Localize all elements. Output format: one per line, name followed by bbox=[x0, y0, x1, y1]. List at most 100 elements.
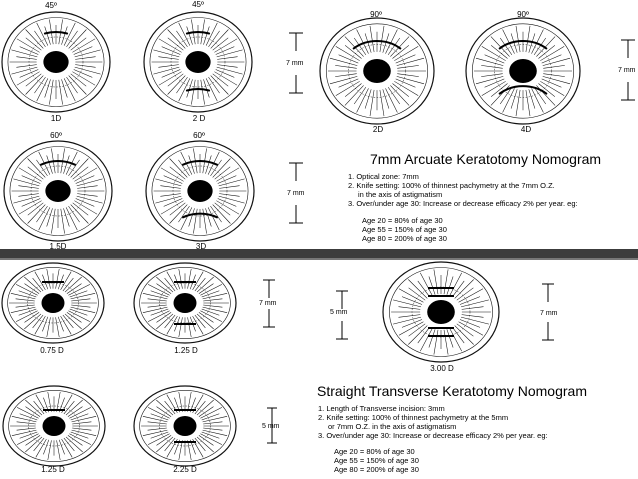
transverse-result-4: 1.25 D bbox=[41, 465, 65, 474]
arcuate-eye-3-incision-1 bbox=[352, 40, 402, 50]
transverse-title: Straight Transverse Keratotomy Nomogram bbox=[317, 383, 587, 399]
transverse-eye-1-limbus-ring bbox=[7, 267, 99, 339]
arcuate-angle-5: 60º bbox=[50, 131, 62, 140]
transverse-dim-3 bbox=[542, 283, 554, 341]
arcuate-eye-2-incision-2 bbox=[185, 88, 211, 92]
transverse-dim-label-2: 5 mm bbox=[330, 309, 348, 316]
arcuate-result-1: 1D bbox=[50, 114, 62, 123]
arcuate-eye-6-incision-1 bbox=[182, 160, 218, 166]
transverse-eye-4 bbox=[2, 385, 106, 467]
arcuate-eye-6-iris-pattern bbox=[153, 148, 247, 234]
arcuate-eye-1-incision-1 bbox=[43, 31, 69, 35]
arcuate-age-1: Age 20 = 80% of age 30 bbox=[362, 216, 443, 225]
arcuate-note-4: 3. Over/under age 30: Increase or decrea… bbox=[348, 199, 578, 208]
arcuate-eye-4-pupil bbox=[509, 59, 537, 83]
transverse-result-1: 0.75 D bbox=[40, 346, 64, 355]
arcuate-title: 7mm Arcuate Keratotomy Nomogram bbox=[370, 151, 602, 167]
transverse-eye-3-iris-pattern bbox=[391, 269, 491, 355]
transverse-dim-label-3: 7 mm bbox=[540, 310, 558, 317]
transverse-eye-1-pupil bbox=[41, 293, 65, 313]
arcuate-angle-1: 45º bbox=[45, 1, 57, 10]
arcuate-dim-1 bbox=[289, 32, 303, 94]
transverse-eye-5 bbox=[133, 385, 237, 467]
arcuate-result-6: 3D bbox=[195, 242, 207, 251]
arcuate-eye-2-pupil bbox=[185, 51, 211, 73]
transverse-ages: Age 20 = 80% of age 30 Age 55 = 150% of … bbox=[334, 447, 419, 474]
arcuate-angle-6: 60º bbox=[193, 131, 205, 140]
arcuate-eye-3-iris-pattern bbox=[328, 25, 426, 117]
transverse-eye-2-limbus-ring bbox=[139, 267, 231, 339]
arcuate-eye-3 bbox=[319, 17, 435, 125]
transverse-dim-4 bbox=[267, 407, 277, 444]
arcuate-eye-2-incision-1 bbox=[185, 31, 211, 35]
transverse-dim-label-1: 7 mm bbox=[259, 300, 277, 307]
arcuate-dim-label-3: 7 mm bbox=[287, 190, 305, 197]
transverse-dim-label-4: 5 mm bbox=[262, 423, 280, 430]
arcuate-eye-6-incision-2 bbox=[182, 212, 218, 219]
arcuate-result-4: 4D bbox=[520, 125, 532, 134]
arcuate-eye-1-iris-pattern bbox=[9, 19, 103, 105]
transverse-result-5: 2.25 D bbox=[173, 465, 197, 474]
transverse-dim-2 bbox=[336, 290, 348, 340]
transverse-notes: 1. Length of Transverse incision: 3mm 2.… bbox=[318, 404, 548, 440]
arcuate-eye-6-limbus-ring bbox=[151, 146, 249, 236]
transverse-eye-4-limbus-ring bbox=[8, 390, 100, 462]
arcuate-dim-label-2: 7 mm bbox=[618, 67, 636, 74]
arcuate-eye-4-limbus-ring bbox=[471, 23, 575, 119]
arcuate-note-3: in the axis of astigmatism bbox=[358, 190, 443, 199]
transverse-eye-3 bbox=[382, 261, 500, 363]
arcuate-dim-2 bbox=[621, 39, 635, 101]
transverse-eye-2-pupil bbox=[173, 293, 197, 313]
transverse-result-2: 1.25 D bbox=[174, 346, 198, 355]
transverse-age-3: Age 80 = 200% of age 30 bbox=[334, 465, 419, 474]
transverse-eye-1-iris-pattern bbox=[9, 268, 97, 338]
arcuate-result-5: 1.5D bbox=[49, 242, 67, 251]
transverse-note-2: 2. Knife setting: 100% of thinnest pachy… bbox=[318, 413, 509, 422]
arcuate-angle-4: 90º bbox=[517, 10, 529, 19]
transverse-note-4: 3. Over/under age 30: Increase or decrea… bbox=[318, 431, 548, 440]
arcuate-eye-5-limbus-ring bbox=[9, 146, 107, 236]
arcuate-dim-label-1: 7 mm bbox=[286, 60, 304, 67]
transverse-eye-3-limbus-ring bbox=[389, 267, 493, 357]
arcuate-result-3: 2D bbox=[372, 125, 384, 134]
arcuate-eye-6-pupil bbox=[187, 180, 213, 202]
arcuate-eye-5 bbox=[3, 140, 113, 242]
arcuate-eye-2 bbox=[143, 11, 253, 113]
arcuate-notes: 1. Optical zone: 7mm 2. Knife setting: 1… bbox=[348, 172, 578, 208]
arcuate-eye-1-pupil bbox=[43, 51, 69, 73]
arcuate-eye-5-iris-pattern bbox=[11, 148, 105, 234]
arcuate-eye-5-pupil bbox=[45, 180, 71, 202]
arcuate-ages: Age 20 = 80% of age 30 Age 55 = 150% of … bbox=[362, 216, 447, 243]
arcuate-age-2: Age 55 = 150% of age 30 bbox=[362, 225, 447, 234]
arcuate-note-1: 1. Optical zone: 7mm bbox=[348, 172, 419, 181]
arcuate-eye-2-iris-pattern bbox=[151, 19, 245, 105]
transverse-result-3: 3.00 D bbox=[430, 364, 454, 373]
transverse-eye-5-iris-pattern bbox=[141, 391, 229, 461]
arcuate-eye-3-pupil bbox=[363, 59, 391, 83]
transverse-eye-2 bbox=[133, 262, 237, 344]
section-divider-shade bbox=[0, 258, 638, 260]
arcuate-eye-4 bbox=[465, 17, 581, 125]
transverse-eye-5-limbus-ring bbox=[139, 390, 231, 462]
arcuate-angle-3: 90º bbox=[370, 10, 382, 19]
transverse-dim-1 bbox=[263, 279, 275, 328]
arcuate-angle-2: 45º bbox=[192, 0, 204, 9]
arcuate-eye-2-limbus-ring bbox=[149, 17, 247, 107]
transverse-age-1: Age 20 = 80% of age 30 bbox=[334, 447, 415, 456]
arcuate-dim-3 bbox=[289, 162, 303, 224]
arcuate-note-2: 2. Knife setting: 100% of thinnest pachy… bbox=[348, 181, 555, 190]
transverse-eye-3-pupil bbox=[427, 300, 455, 324]
transverse-note-1: 1. Length of Transverse incision: 3mm bbox=[318, 404, 445, 413]
arcuate-eye-1 bbox=[1, 11, 111, 113]
arcuate-eye-1-limbus-ring bbox=[7, 17, 105, 107]
arcuate-result-2: 2 D bbox=[192, 114, 206, 123]
arcuate-eye-5-incision-1 bbox=[40, 160, 76, 166]
transverse-eye-5-pupil bbox=[173, 416, 197, 436]
arcuate-eye-4-incision-1 bbox=[498, 40, 548, 50]
arcuate-age-3: Age 80 = 200% of age 30 bbox=[362, 234, 447, 243]
section-divider bbox=[0, 249, 638, 260]
transverse-age-2: Age 55 = 150% of age 30 bbox=[334, 456, 419, 465]
arcuate-eye-4-incision-2 bbox=[498, 85, 548, 95]
